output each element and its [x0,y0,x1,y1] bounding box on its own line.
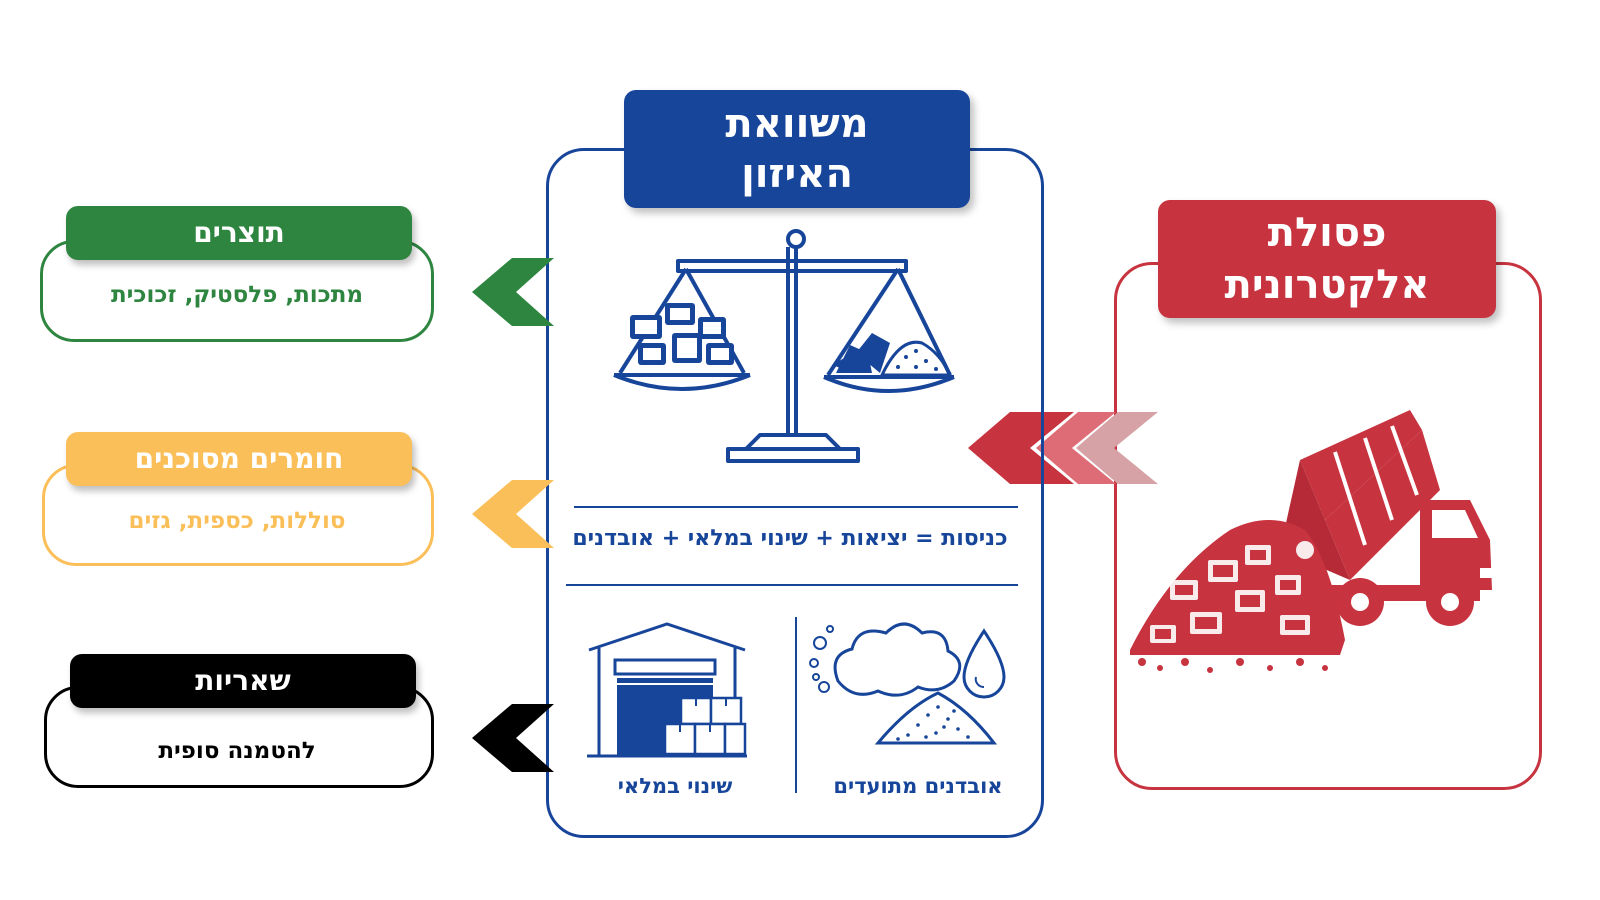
hazardous-arrow-icon [472,480,554,548]
water-drop-icon [962,628,1006,699]
cloud-icon [833,622,962,697]
products-subtitle: מתכות, פלסטיק, זכוכית [110,282,364,308]
balance-title: משוואת האיזון [624,90,970,208]
balance-scale-icon [613,229,955,463]
equation-divider-bottom [566,584,1018,586]
hazardous-subtitle: סוללות, כספית, גזים [128,508,346,534]
residues-title: שאריות [70,654,416,708]
losses-label: אובדנים מתועדים [833,774,1003,798]
warehouse-icon [587,622,747,758]
input-arrow-icon [968,412,1158,484]
ewaste-title-line1: פסולת [1267,210,1387,256]
ewaste-title-line2: אלקטרונית [1224,262,1430,308]
dust-pile-icon [874,691,998,745]
balance-title-line1: משוואת [725,101,869,147]
products-title: תוצרים [66,206,412,260]
losses-icon [809,622,1006,745]
residues-subtitle: להטמנה סופית [158,738,316,764]
stock-change-label: שינוי במלאי [617,774,733,798]
hazardous-title: חומרים מסוכנים [66,432,412,486]
center-column-divider [795,617,797,793]
balance-equation: כניסות = יציאות + שינוי במלאי + אובדנים [572,526,1008,551]
residues-arrow-icon [472,704,554,772]
balance-title-line2: האיזון [741,151,853,197]
equation-divider-top [574,506,1018,508]
products-arrow-icon [472,258,554,326]
dump-truck-icon [1130,410,1496,673]
ewaste-title: פסולת אלקטרונית [1158,200,1496,318]
